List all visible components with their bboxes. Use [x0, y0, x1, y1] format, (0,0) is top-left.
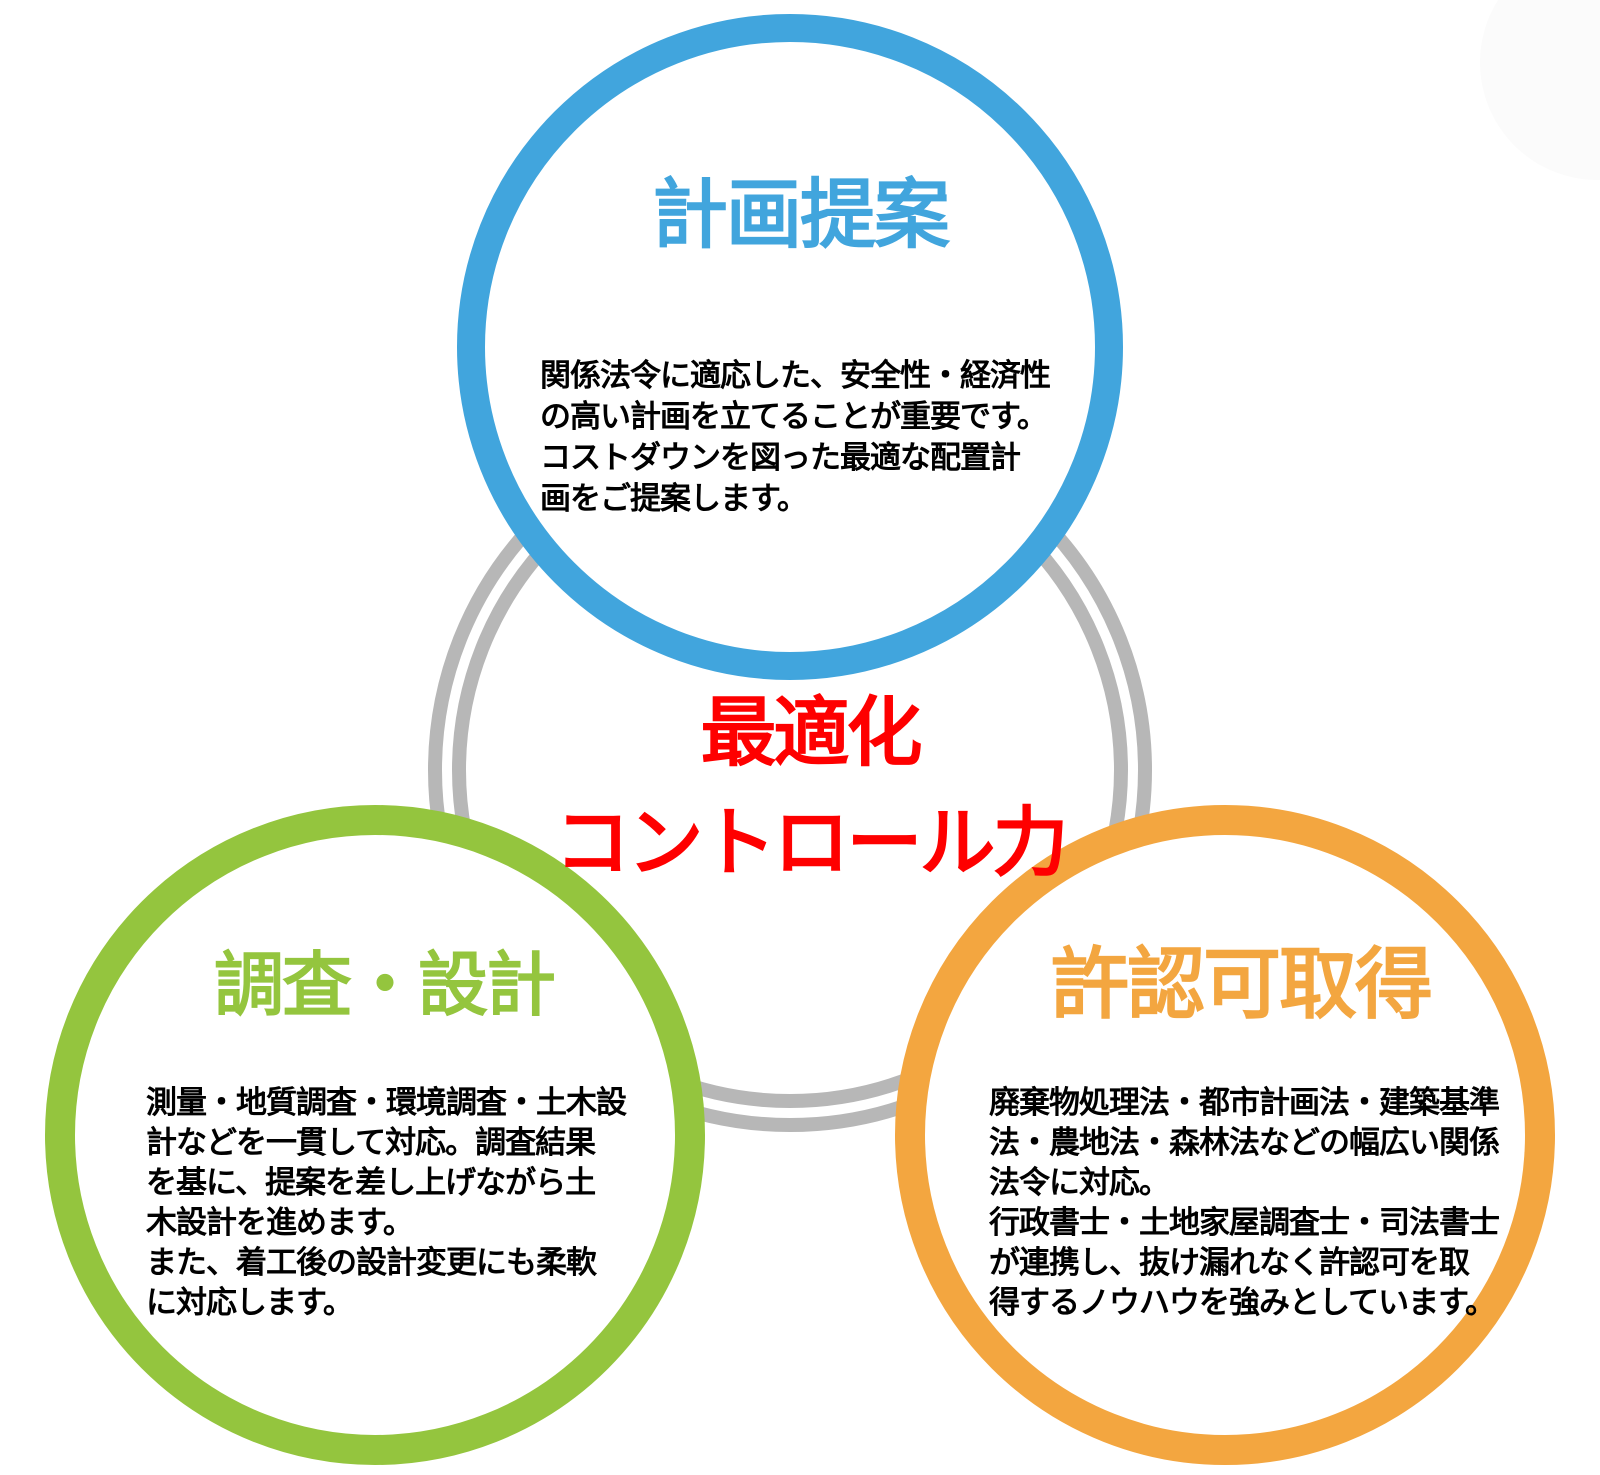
plan-description: 関係法令に適応した、安全性・経済性 の高い計画を立てることが重要です。 コストダ…: [540, 358, 1051, 516]
center-label: 最適化 コントロール力: [554, 691, 1069, 886]
plan-circle: [457, 14, 1123, 680]
corner-blob-decoration: [1480, 0, 1600, 180]
survey-design-title: 調査・設計: [214, 946, 556, 1024]
plan-title: 計画提案: [652, 173, 950, 258]
survey-design-description: 測量・地質調査・環境調査・土木設 計などを一貫して対応。調査結果 を基に、提案を…: [146, 1085, 627, 1320]
permits-description: 廃棄物処理法・都市計画法・建築基準 法・農地法・森林法などの幅広い関係 法令に対…: [989, 1085, 1500, 1320]
permits-title: 許認可取得: [1050, 940, 1433, 1028]
